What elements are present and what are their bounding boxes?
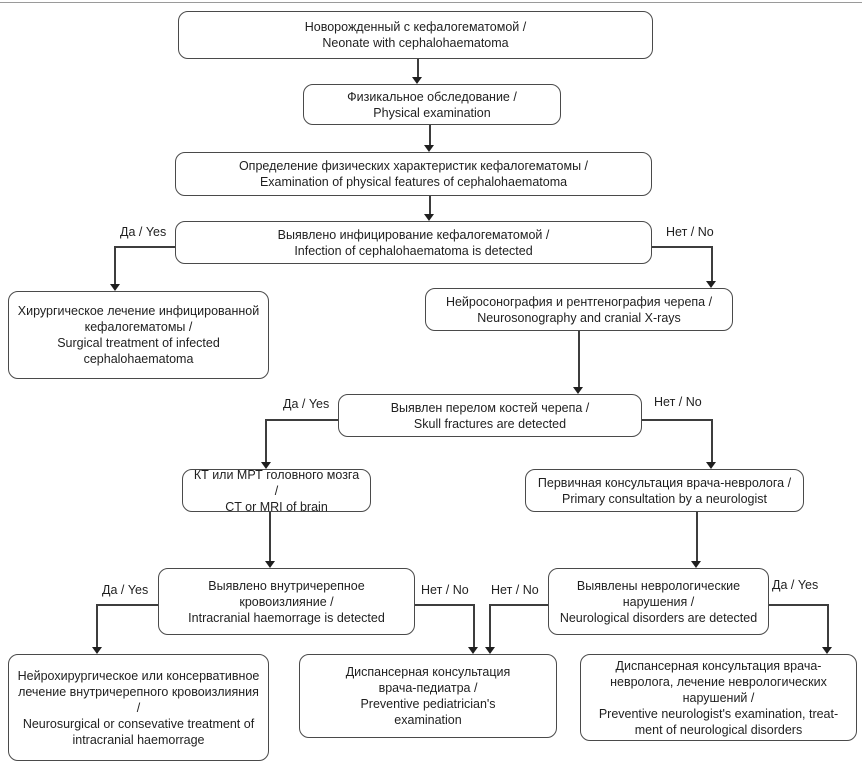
edge-label-no: Нет / No [654, 395, 702, 409]
node-neurologist-consultation: Первичная консультация врача-невролога /… [525, 469, 804, 512]
node-text-ru: Определение физических характеристик кеф… [238, 159, 589, 173]
arrow-down-icon [265, 561, 275, 568]
node-haemorrhage-detected: Выявлено внутричерепное кровоизлияние / … [158, 568, 415, 635]
edge-label-no: Нет / No [421, 583, 469, 597]
connector-line [96, 604, 98, 648]
node-text-en: Physical examination [373, 105, 491, 120]
node-text-en: Surgical treatment of infected cephaloha… [57, 336, 220, 366]
node-text-en: Examination of physical features of ceph… [259, 175, 568, 189]
connector-line [96, 604, 158, 606]
arrow-down-icon [822, 647, 832, 654]
arrow-down-icon [412, 77, 422, 84]
node-text-en: Primary consultation by a neurologist [562, 491, 767, 506]
edge-label-yes: Да / Yes [772, 578, 819, 592]
connector-line [114, 246, 175, 248]
node-text-en: Neurosurgical or consevative treatment o… [22, 716, 255, 747]
arrow-down-icon [691, 561, 701, 568]
node-neuro-disorders-detected: Выявлены неврологические нарушения / Neu… [548, 568, 769, 635]
arrow-down-icon [424, 214, 434, 221]
node-features-examination: Определение физических характеристик кеф… [175, 152, 652, 196]
node-text-en: Preventive pediatrician's examination [360, 697, 496, 727]
edge-label-no: Нет / No [666, 225, 714, 239]
node-text-ru: Диспансерная консультация врача-педиатра… [345, 665, 511, 695]
connector-line [417, 59, 419, 78]
connector-line [265, 419, 338, 421]
connector-line [642, 419, 712, 421]
arrow-down-icon [468, 647, 478, 654]
node-text-ru: Выявлен перелом костей черепа / [390, 400, 590, 415]
connector-line [578, 331, 580, 388]
node-physical-examination: Физикальное обследование / Physical exam… [303, 84, 561, 125]
node-infection-detected: Выявлено инфицирование кефалогематомой /… [175, 221, 652, 264]
node-text-ru: Выявлены неврологические нарушения / [576, 578, 741, 609]
node-ct-mri-brain: КТ или МРТ головного мозга / CT or MRI o… [182, 467, 371, 514]
connector-line [489, 604, 491, 648]
node-text-ru: Диспансерная консультация врача-невролог… [610, 658, 827, 705]
top-border-line [0, 2, 862, 3]
edge-label-yes: Да / Yes [283, 397, 330, 411]
arrow-down-icon [261, 462, 271, 469]
arrow-down-icon [706, 462, 716, 469]
node-text-en: CT or MRI of brain [225, 499, 328, 514]
node-text-ru: Новорожденный с кефалогематомой / [304, 20, 527, 34]
node-text-en: Neurological disorders are detected [559, 610, 758, 625]
connector-line [489, 604, 548, 606]
connector-line [652, 246, 712, 248]
node-text-ru: Первичная консультация врача-невролога / [537, 475, 792, 490]
node-neurologist-examination: Диспансерная консультация врача-невролог… [580, 654, 857, 741]
node-text-ru: Выявлено инфицирование кефалогематомой / [277, 227, 550, 242]
connector-line [769, 604, 828, 606]
node-surgical-treatment: Хирургическое лечение инфицированной кеф… [8, 291, 269, 379]
connector-line [415, 604, 474, 606]
node-text-en: Skull fractures are detected [413, 416, 567, 431]
connector-line [269, 512, 271, 562]
node-text-ru: Выявлено внутричерепное кровоизлияние / [208, 578, 365, 609]
node-pediatrician-examination: Диспансерная консультация врача-педиатра… [299, 654, 557, 738]
node-text-ru: Хирургическое лечение инфицированной кеф… [17, 304, 260, 334]
arrow-down-icon [424, 145, 434, 152]
node-neurosonography: Нейросонография и рентгенография черепа … [425, 288, 733, 331]
edge-label-yes: Да / Yes [120, 225, 167, 239]
connector-line [711, 419, 713, 463]
arrow-down-icon [110, 284, 120, 291]
connector-line [429, 125, 431, 146]
connector-line [696, 512, 698, 562]
node-text-en: Intracranial haemorrage is detected [188, 610, 385, 625]
node-skull-fractures: Выявлен перелом костей черепа / Skull fr… [338, 394, 642, 437]
node-text-en: Neonate with cephalohaematoma [322, 36, 509, 50]
node-text-ru: Нейросонография и рентгенография черепа … [445, 294, 713, 309]
arrow-down-icon [92, 647, 102, 654]
connector-line [265, 419, 267, 463]
connector-line [473, 604, 475, 648]
node-neonate: Новорожденный с кефалогематомой / Neonat… [178, 11, 653, 59]
node-haemorrhage-treatment: Нейрохирургическое или консервативное ле… [8, 654, 269, 761]
node-text-ru: КТ или МРТ головного мозга / [193, 467, 360, 498]
node-text-en: Neurosonography and cranial X-rays [477, 310, 681, 325]
arrow-down-icon [706, 281, 716, 288]
edge-label-no: Нет / No [491, 583, 539, 597]
arrow-down-icon [485, 647, 495, 654]
node-text-ru: Физикальное обследование / [347, 89, 517, 104]
connector-line [114, 246, 116, 285]
connector-line [429, 196, 431, 215]
node-text-en: Infection of cephalohaematoma is detecte… [294, 243, 533, 258]
node-text-en: Preventive neurologist's examination, tr… [598, 706, 839, 737]
node-text-ru: Нейрохирургическое или консервативное ле… [17, 668, 260, 715]
arrow-down-icon [573, 387, 583, 394]
connector-line [827, 604, 829, 648]
connector-line [711, 246, 713, 282]
edge-label-yes: Да / Yes [102, 583, 149, 597]
